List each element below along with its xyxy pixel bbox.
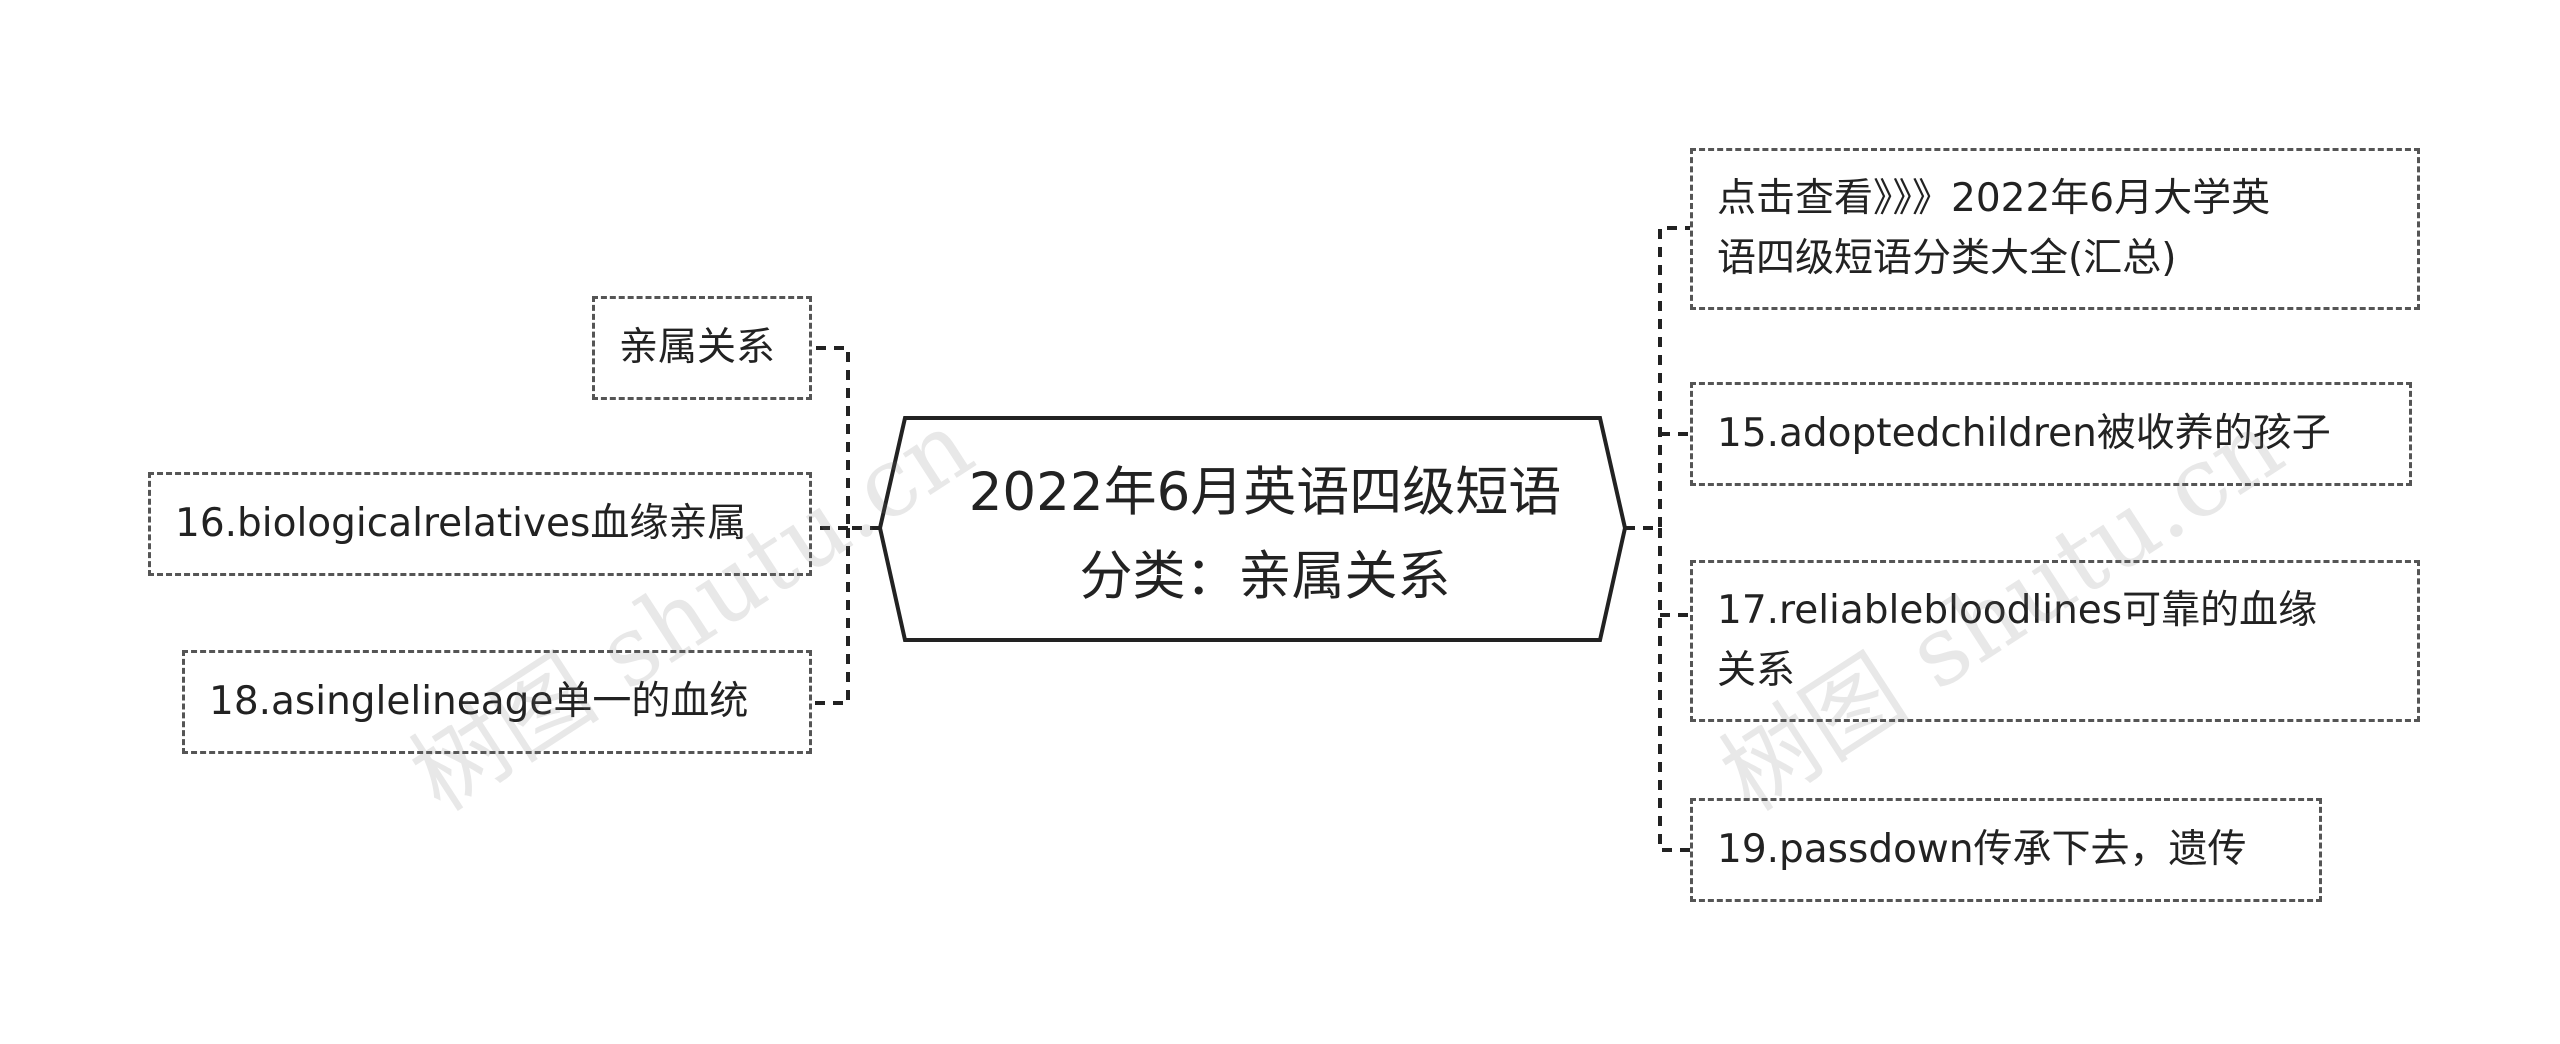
- node-right-adopted-children: 15.adoptedchildren被收养的孩子: [1690, 382, 2412, 486]
- node-text: 关系: [1717, 648, 1796, 693]
- node-text: 亲属关系: [619, 325, 776, 370]
- node-text: 15.adoptedchildren被收养的孩子: [1717, 411, 2331, 456]
- connector-right-3: [1658, 528, 1690, 852]
- central-topic-line-2: 分类：亲属关系: [1079, 546, 1451, 607]
- node-text: 17.reliablebloodlines可靠的血缘: [1717, 588, 2318, 633]
- node-text: 语四级短语分类大全(汇总): [1717, 236, 2177, 281]
- node-text: 19.passdown传承下去，遗传: [1717, 827, 2247, 872]
- node-right-link[interactable]: 点击查看》》》2022年6月大学英 语四级短语分类大全(汇总): [1690, 148, 2420, 310]
- central-topic-line-1: 2022年6月英语四级短语: [968, 462, 1562, 523]
- node-left-single-lineage: 18.asinglelineage单一的血统: [182, 650, 812, 754]
- connector-left-trunk: [812, 346, 880, 530]
- node-text: 18.asinglelineage单一的血统: [209, 679, 749, 724]
- central-topic: 2022年6月英语四级短语 分类：亲属关系: [905, 440, 1625, 630]
- node-text: 点击查看》》》2022年6月大学英: [1717, 176, 2271, 221]
- node-left-biological-relatives: 16.biologicalrelatives血缘亲属: [148, 472, 812, 576]
- node-left-relatives: 亲属关系: [592, 296, 812, 400]
- node-text: 16.biologicalrelatives血缘亲属: [175, 501, 747, 546]
- connector-left-3: [812, 528, 850, 705]
- connector-right-trunk: [1625, 226, 1690, 530]
- node-right-pass-down: 19.passdown传承下去，遗传: [1690, 798, 2322, 902]
- node-right-reliable-bloodlines: 17.reliablebloodlines可靠的血缘 关系: [1690, 560, 2420, 722]
